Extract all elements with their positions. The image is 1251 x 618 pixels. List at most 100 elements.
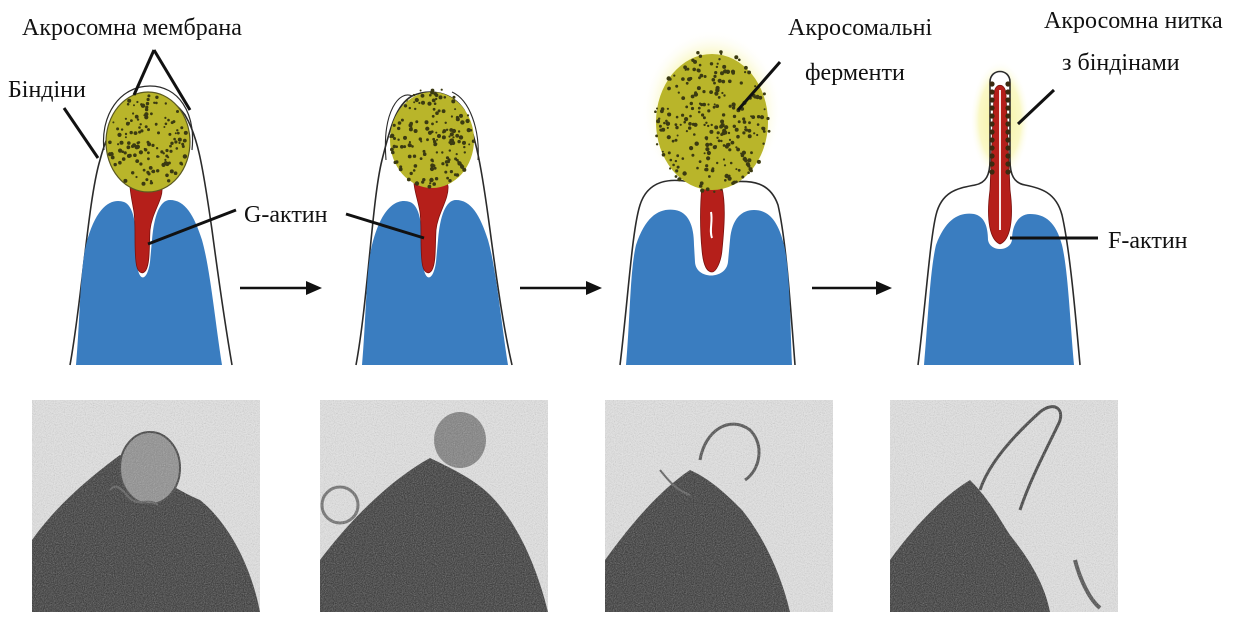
granule <box>675 169 678 172</box>
label-acrosome-membrane: Акросомна мембрана <box>22 15 242 41</box>
bindin-dot <box>1005 81 1010 86</box>
granule <box>700 189 704 193</box>
granule <box>449 128 453 132</box>
granule <box>114 163 117 166</box>
granule <box>675 126 678 129</box>
actin-highlight <box>711 212 712 238</box>
granule <box>693 123 697 127</box>
granule <box>675 139 678 142</box>
granule <box>428 131 432 135</box>
granule <box>720 120 724 124</box>
granule <box>472 140 475 143</box>
granule <box>398 121 402 125</box>
granule <box>729 105 732 108</box>
granule <box>389 136 391 138</box>
granule <box>446 177 449 180</box>
granule <box>401 119 404 122</box>
granule <box>437 134 441 138</box>
granule <box>459 135 463 139</box>
bindin-dot <box>989 145 994 150</box>
leader-membrane-left <box>134 50 154 95</box>
bindin-dot <box>989 129 994 134</box>
bindin-dot <box>989 121 994 126</box>
granule <box>111 156 115 160</box>
granule <box>459 114 463 118</box>
granule <box>183 139 187 143</box>
bindin-dot <box>989 161 994 166</box>
granule <box>165 149 168 152</box>
granule <box>699 160 702 163</box>
granule <box>409 141 411 143</box>
granule <box>684 117 688 121</box>
granule <box>139 162 142 165</box>
granule <box>701 113 704 116</box>
granule <box>408 155 412 159</box>
granule <box>708 175 711 178</box>
granule <box>738 120 741 123</box>
granule <box>143 114 145 116</box>
granule <box>429 182 431 184</box>
granule <box>705 164 708 167</box>
granule <box>670 159 673 162</box>
granule <box>759 96 763 100</box>
granule <box>695 142 699 146</box>
g-actin <box>701 182 725 272</box>
granule <box>466 119 470 123</box>
granule <box>127 154 131 158</box>
granule <box>768 130 771 133</box>
granule <box>112 121 114 123</box>
granule <box>133 153 137 157</box>
granule <box>123 179 127 183</box>
granule <box>139 150 143 154</box>
granule <box>167 156 169 158</box>
granule <box>747 71 751 75</box>
granule <box>720 71 724 75</box>
granule <box>167 119 170 122</box>
bindin-dot <box>989 153 994 158</box>
granule <box>742 131 745 134</box>
granule <box>744 71 746 73</box>
granule <box>120 141 123 144</box>
granule <box>178 142 180 144</box>
granule <box>729 139 731 141</box>
granule <box>743 120 747 124</box>
stage-4-acrosomal-process <box>918 60 1080 365</box>
bindin-dot <box>989 169 994 174</box>
granule <box>682 171 686 175</box>
granule <box>462 141 466 145</box>
granule <box>692 68 696 72</box>
granule <box>464 151 466 153</box>
granule <box>714 92 718 96</box>
granule <box>468 143 470 145</box>
granule <box>656 108 658 110</box>
granule <box>713 106 716 109</box>
granule <box>733 115 736 118</box>
granule <box>410 172 413 175</box>
granule <box>764 108 766 110</box>
granule <box>707 125 709 127</box>
granule <box>675 175 678 178</box>
granule <box>413 155 416 158</box>
granule <box>414 129 418 133</box>
granule <box>756 134 758 136</box>
granule <box>156 155 159 158</box>
granule <box>418 102 420 104</box>
granule <box>720 189 722 191</box>
granule <box>720 51 723 54</box>
granule <box>444 171 447 174</box>
granule <box>751 115 755 119</box>
granule <box>750 169 753 172</box>
granule <box>744 159 747 162</box>
granule <box>173 138 176 141</box>
granule <box>687 77 691 81</box>
granule <box>677 135 679 137</box>
granule <box>714 71 717 74</box>
granule <box>425 127 429 131</box>
granule <box>704 75 707 78</box>
granule <box>734 55 738 59</box>
granule <box>423 152 427 156</box>
granule <box>686 68 689 71</box>
granule <box>444 96 447 99</box>
granule <box>165 174 169 178</box>
